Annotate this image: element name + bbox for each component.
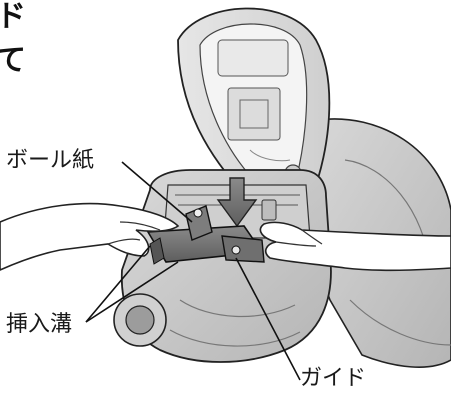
callout-cardboard: ボール紙 bbox=[6, 148, 95, 173]
left-hand bbox=[0, 202, 180, 271]
guide-leader bbox=[235, 257, 301, 381]
insert-direction-arrow bbox=[216, 177, 258, 228]
callout-guide: ガイド bbox=[300, 366, 367, 391]
slot-leader-1 bbox=[85, 245, 151, 323]
cardboard-leader bbox=[121, 161, 193, 223]
right-hand bbox=[259, 221, 451, 272]
machine-housing bbox=[113, 169, 332, 363]
cardboard-piece bbox=[146, 205, 265, 265]
heading-fragment-line1: ド bbox=[0, 0, 26, 34]
leader-lines bbox=[85, 161, 301, 381]
callout-insertion-slots: 挿入溝 bbox=[6, 312, 73, 337]
heading-fragment-line2: て bbox=[0, 43, 26, 78]
slot-leader-2 bbox=[85, 261, 179, 323]
open-lid bbox=[177, 7, 331, 197]
